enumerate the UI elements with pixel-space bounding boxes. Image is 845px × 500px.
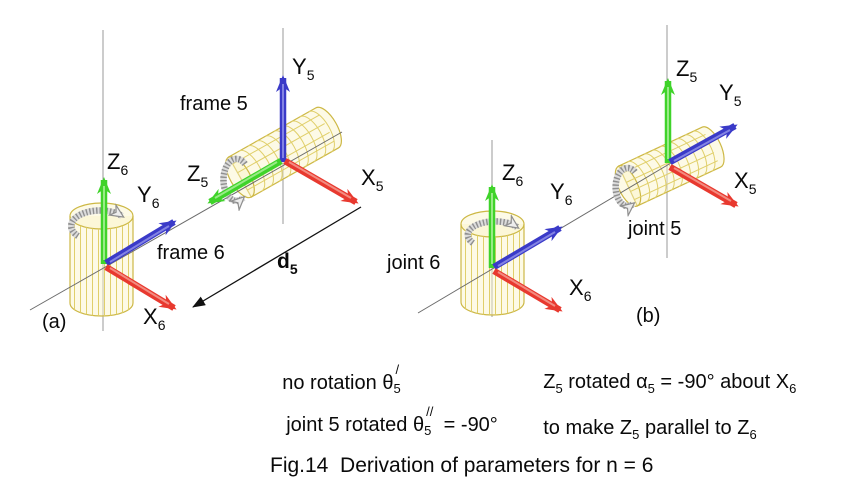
axis-arrows-panel-a [97, 75, 359, 311]
axis-label-y5-a: Y5 [292, 54, 315, 83]
axis-label-z5-b: Z5 [676, 56, 698, 85]
link-cylinder-frame6-a [69, 202, 134, 317]
axis-label-z6-b: Z6 [502, 160, 524, 189]
axis-label-x6-b: X6 [569, 275, 592, 304]
rotation-arrow-frame5-a [220, 155, 248, 201]
rotation-arrow-frame6-a [67, 210, 122, 239]
rotation-arrow-joint5-b [612, 164, 638, 206]
joint6-label: joint 6 [387, 252, 441, 274]
d5-dimension-label: d5 [277, 250, 298, 277]
axis-label-y6-b: Y6 [550, 179, 573, 208]
axis-label-z6-a: Z6 [107, 149, 129, 178]
axis-label-x6-a: X6 [143, 304, 166, 333]
axis-label-y6-a: Y6 [137, 182, 160, 211]
note-a-line1: no rotation θ/5 [282, 362, 401, 396]
note-a-line2: joint 5 rotated θ//5 = -90° [286, 404, 498, 438]
joint5-label: joint 5 [628, 218, 682, 240]
panel-a-tag: (a) [42, 311, 67, 333]
figure-caption: Fig.14 Derivation of parameters for n = … [270, 454, 654, 477]
rotation-arrow-joint6-b [464, 221, 517, 246]
axis-label-z5-a: Z5 [187, 161, 209, 190]
axis-label-y5-b: Y5 [719, 80, 742, 109]
panel-b-tag: (b) [636, 305, 661, 327]
axis-label-x5-a: X5 [361, 165, 384, 194]
d5-dimension-arrow [192, 206, 362, 308]
note-b-line2: to make Z5 parallel to Z6 [543, 417, 757, 442]
axis-arrows-panel-b [485, 78, 739, 313]
note-b-line1: Z5 rotated α5 = -90° about X6 [543, 371, 797, 396]
frame5-label: frame 5 [180, 93, 248, 115]
frame6-label: frame 6 [157, 242, 225, 264]
axis-label-x5-b: X5 [734, 168, 757, 197]
